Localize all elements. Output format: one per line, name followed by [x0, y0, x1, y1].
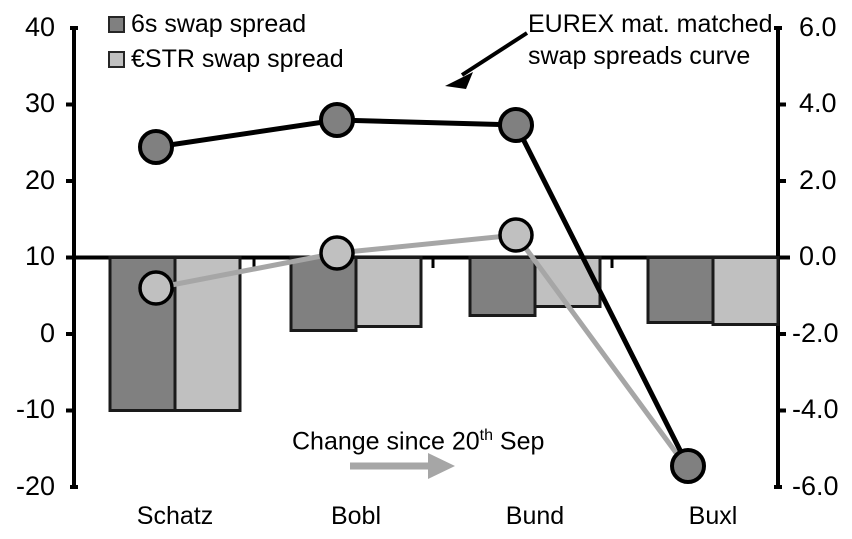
change-since-sup: th: [479, 427, 493, 444]
left-axis-tick-neg20: -20: [15, 471, 55, 501]
right-axis-tick-neg6: -6.0: [792, 471, 839, 501]
black-marker-schatz: [138, 129, 174, 165]
legend-swatch-estr-icon: [108, 51, 125, 68]
gray-marker-schatz: [138, 270, 174, 306]
category-label-bund: Bund: [505, 502, 565, 530]
left-axis-tick-40: 40: [24, 12, 55, 42]
left-axis-tick-10: 10: [24, 241, 55, 271]
eurex-annotation-line2: swap spreads curve: [528, 42, 751, 70]
bar-estr-bund: [533, 256, 602, 308]
category-separator-ticks: [252, 257, 614, 268]
category-label-schatz: Schatz: [136, 502, 214, 530]
legend-swatch-6s-icon: [108, 16, 125, 33]
gray-marker-bobl: [319, 235, 355, 271]
right-axis-tick-neg4: -4.0: [792, 394, 839, 424]
right-axis-tick-4: 4.0: [799, 88, 837, 118]
line-series-change-since: [138, 217, 691, 471]
legend-label-estr: €STR swap spread: [131, 45, 344, 73]
gray-marker-bund: [498, 217, 534, 253]
left-axis-tick-neg10: -10: [15, 394, 55, 424]
bar-6s-bund: [468, 256, 537, 317]
right-axis-tick-0: 0.0: [799, 241, 837, 271]
black-marker-bund: [498, 107, 534, 143]
legend-entry-6s-swap-spread[interactable]: 6s swap spread: [108, 10, 306, 39]
right-axis-tick-neg2: -2.0: [792, 318, 839, 348]
black-curve-path: [155, 117, 691, 468]
bar-estr-buxl: [711, 256, 780, 326]
bar-6s-buxl: [646, 256, 715, 324]
change-since-suffix: Sep: [492, 427, 545, 456]
right-axis-tick-6: 6.0: [799, 12, 837, 42]
change-since-arrow: [350, 453, 455, 479]
eurex-annotation-line1: EUREX mat. matched: [528, 10, 773, 38]
category-label-buxl: Buxl: [688, 502, 738, 530]
category-label-bobl: Bobl: [330, 502, 382, 530]
line-series-eurex-mat-matched: [138, 102, 706, 484]
change-since-annotation-text: Change since 20th Sep: [292, 427, 544, 455]
left-axis-tick-30: 30: [24, 88, 55, 118]
legend-entry-estr-swap-spread[interactable]: €STR swap spread: [108, 45, 344, 74]
left-axis-ticks: [66, 102, 74, 413]
eurex-annotation-arrow: [445, 31, 529, 89]
left-axis-tick-20: 20: [24, 165, 55, 195]
black-marker-bobl: [319, 102, 355, 138]
change-since-prefix: Change since 20: [292, 427, 480, 456]
legend-label-6s: 6s swap spread: [131, 10, 307, 38]
bar-estr-bobl: [354, 256, 423, 328]
black-marker-buxl: [670, 448, 706, 484]
bar-6s-bobl: [289, 256, 358, 332]
right-axis-tick-2: 2.0: [799, 165, 837, 195]
gray-curve-path: [155, 232, 691, 471]
left-axis-tick-0: 0: [39, 318, 55, 348]
